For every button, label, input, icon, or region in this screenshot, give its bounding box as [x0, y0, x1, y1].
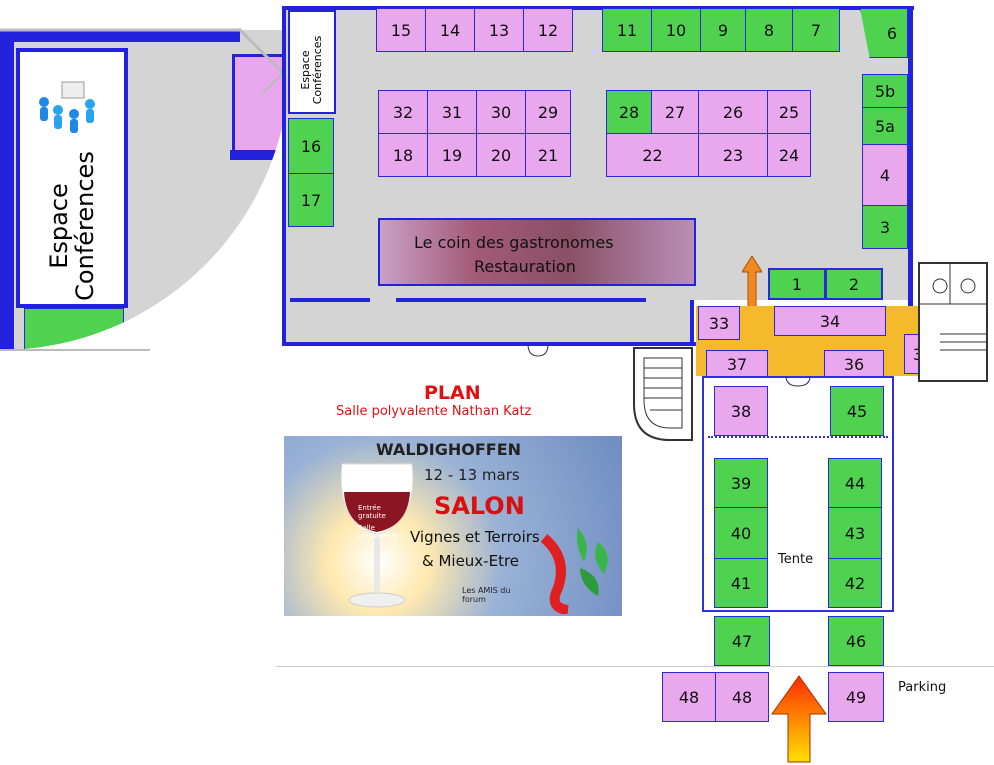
booth-32: 32 [378, 90, 428, 134]
booth-31: 31 [427, 90, 477, 134]
booth-7: 7 [792, 8, 840, 52]
booth-26: 26 [698, 90, 768, 134]
service-block [918, 262, 988, 382]
booth-22: 22 [606, 133, 699, 177]
wall-left [282, 6, 286, 346]
tent-label: Tente [778, 552, 814, 567]
booth-44: 44 [828, 458, 882, 508]
poster-org: Les AMIS du forum [462, 586, 511, 604]
booth-16: 16 [288, 118, 334, 174]
hall-lower-strip [284, 300, 694, 346]
booth-28: 28 [606, 90, 652, 134]
booth-38: 38 [714, 386, 768, 436]
booth-45: 45 [830, 386, 884, 436]
stairs-icon [633, 347, 693, 441]
parking-label: Parking [898, 680, 947, 695]
wall-top [282, 6, 914, 10]
main-entrance-arrow-icon [771, 675, 827, 763]
conference-room-label: Espace Conférences [299, 35, 324, 105]
booth-1: 1 [768, 268, 826, 300]
booth-49: 49 [828, 672, 884, 722]
inset-wall-top [0, 30, 240, 42]
booth-47: 47 [714, 616, 770, 666]
booth-3: 3 [862, 205, 908, 249]
inset-booth-16 [24, 308, 124, 350]
booth-5b: 5b [862, 74, 908, 108]
booth-4: 4 [862, 144, 908, 206]
gastronomy-line2: Restauration [474, 257, 576, 276]
plan-subtitle: Salle polyvalente Nathan Katz [336, 404, 532, 419]
booth-48-left: 48 [662, 672, 716, 722]
leaf-logo-icon [540, 528, 608, 614]
booth-9: 9 [700, 8, 746, 52]
booth-37: 37 [706, 350, 768, 378]
booth-12: 12 [523, 8, 573, 52]
booth-8: 8 [745, 8, 793, 52]
booth-41: 41 [714, 558, 768, 608]
booth-24: 24 [767, 133, 811, 177]
booth-13: 13 [474, 8, 524, 52]
gastronomy-area [378, 218, 696, 286]
booth-40: 40 [714, 507, 768, 559]
booth-2: 2 [825, 268, 883, 300]
poster-entry-2: Salle polyvalente [358, 524, 399, 540]
booth-25: 25 [767, 90, 811, 134]
entrance-arrow-up-icon [742, 256, 762, 316]
booth-21: 21 [525, 133, 571, 177]
booth-46: 46 [828, 616, 884, 666]
plan-title: PLAN [424, 382, 481, 404]
wall-right [908, 6, 913, 306]
wall-middle-2 [396, 298, 646, 302]
wall-bottom [282, 342, 696, 346]
booth-39: 39 [714, 458, 768, 508]
booth-42: 42 [828, 558, 882, 608]
poster-line2: & Mieux-Etre [422, 552, 520, 570]
tent-door-icon [785, 376, 811, 387]
event-poster: Entrée gratuite Salle polyvalente WALDIG… [284, 436, 622, 616]
booth-5a: 5a [862, 107, 908, 145]
booth-27: 27 [651, 90, 699, 134]
tent-divider [708, 436, 888, 438]
booth-10: 10 [651, 8, 701, 52]
poster-town: WALDIGHOFFEN [376, 440, 522, 459]
booth-11: 11 [602, 8, 652, 52]
booth-15: 15 [376, 8, 426, 52]
inset-conference-room [16, 48, 128, 308]
wall-middle [290, 298, 370, 302]
booth-17: 17 [288, 173, 334, 227]
booth-20: 20 [476, 133, 526, 177]
booth-30: 30 [476, 90, 526, 134]
poster-entry-1: Entrée gratuite [358, 504, 386, 520]
inset-wall-bottom [234, 240, 246, 350]
poster-salon: SALON [434, 492, 525, 520]
booth-18: 18 [378, 133, 428, 177]
toilets-icon [920, 264, 986, 351]
wine-glass-icon [340, 463, 414, 608]
booth-48-right: 48 [715, 672, 769, 722]
booth-33: 33 [698, 306, 740, 340]
booth-29: 29 [525, 90, 571, 134]
door-icon [527, 344, 549, 357]
booth-23: 23 [698, 133, 768, 177]
inset-wall-left [0, 30, 14, 350]
booth-14: 14 [425, 8, 475, 52]
booth-19: 19 [427, 133, 477, 177]
inset-wall-inner [230, 150, 290, 160]
gastronomy-line1: Le coin des gastronomes [414, 233, 614, 252]
poster-line1: Vignes et Terroirs [410, 528, 540, 546]
poster-dates: 12 - 13 mars [424, 466, 520, 484]
parking-line [276, 666, 994, 667]
wall-strip-right [690, 300, 694, 346]
booth-36: 36 [824, 350, 884, 378]
inset-people-icon [34, 80, 104, 140]
magnifier-inset: Espace Conférences [0, 30, 290, 350]
booth-43: 43 [828, 507, 882, 559]
booth-34: 34 [774, 306, 886, 336]
conference-room [288, 10, 336, 114]
